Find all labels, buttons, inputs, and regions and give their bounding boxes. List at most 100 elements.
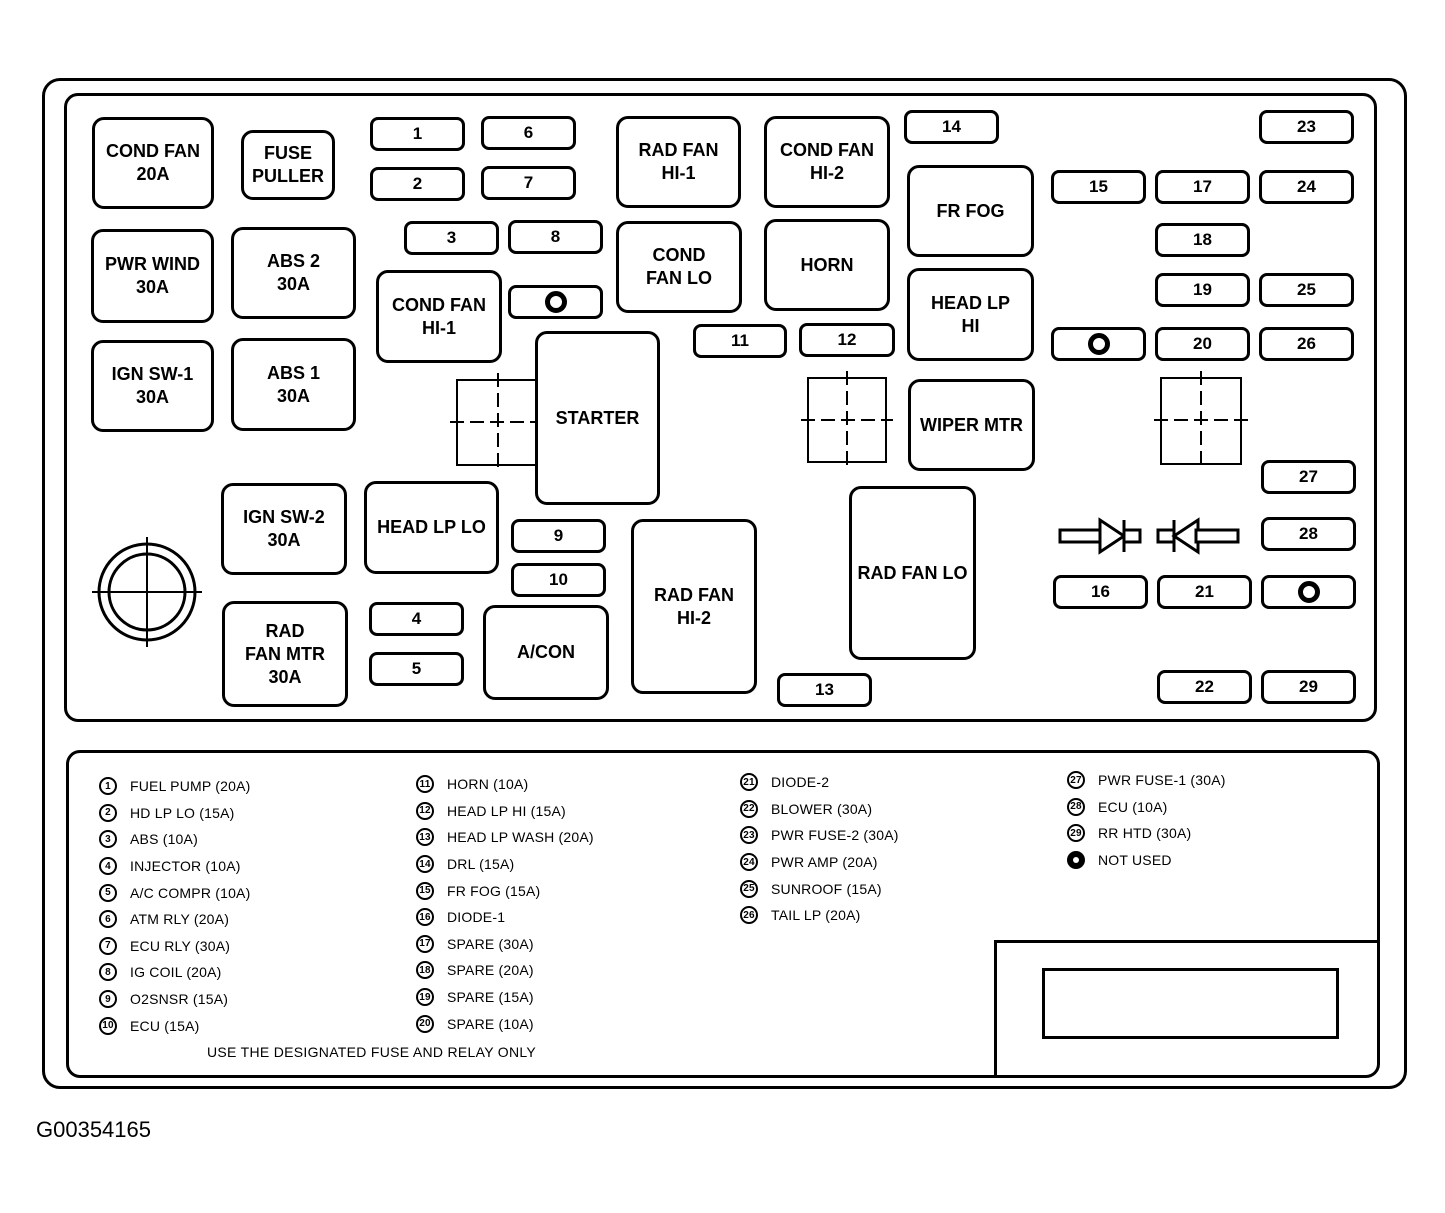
- fuse-10: 10: [511, 563, 606, 597]
- usage-note: USE THE DESIGNATED FUSE AND RELAY ONLY: [207, 1044, 537, 1060]
- fuse-29: 29: [1261, 670, 1356, 704]
- relay-socket-icon: [801, 371, 893, 469]
- fuse-26: 26: [1259, 327, 1354, 361]
- fuse-7: 7: [481, 166, 576, 200]
- relay-cond-fan-lo: COND FAN LO: [616, 221, 742, 313]
- relay-acon: A/CON: [483, 605, 609, 700]
- relay-cond-fan-hi2: COND FAN HI-2: [764, 116, 890, 208]
- not-used-icon: [1067, 851, 1085, 870]
- relay-cond-fan-hi1: COND FAN HI-1: [376, 270, 502, 363]
- legend-item: NOT USED: [1067, 847, 1226, 874]
- fuse-19: 19: [1155, 273, 1250, 307]
- relay-socket-icon: [450, 373, 545, 472]
- fuse-20: 20: [1155, 327, 1250, 361]
- not-used-icon: [1297, 581, 1320, 603]
- fuse-21: 21: [1157, 575, 1252, 609]
- fuse-22: 22: [1157, 670, 1252, 704]
- fuse-23: 23: [1259, 110, 1354, 144]
- fuse-4: 4: [369, 602, 464, 636]
- fuse-12: 12: [799, 323, 895, 357]
- fuse-1: 1: [370, 117, 465, 151]
- fuse-14: 14: [904, 110, 999, 144]
- figure-code: G00354165: [36, 1117, 151, 1142]
- fuse-28: 28: [1261, 517, 1356, 551]
- relay-fr-fog: FR FOG: [907, 165, 1034, 257]
- fuse-27: 27: [1261, 460, 1356, 494]
- label-plate: [1042, 968, 1339, 1039]
- relay-abs1: ABS 1 30A: [231, 338, 356, 431]
- fuse-slot-not-used: [508, 285, 603, 319]
- not-used-icon: [544, 291, 567, 313]
- relay-horn: HORN: [764, 219, 890, 311]
- relay-starter: STARTER: [535, 331, 660, 505]
- not-used-icon: [1087, 333, 1110, 355]
- fuse-17: 17: [1155, 170, 1250, 204]
- diode-1-icon: [1058, 517, 1142, 555]
- mounting-hole-icon: [92, 537, 202, 647]
- relay-head-lp-lo: HEAD LP LO: [364, 481, 499, 574]
- relay-wiper-mtr: WIPER MTR: [908, 379, 1035, 471]
- diode-2-icon: [1156, 517, 1240, 555]
- relay-pwr-wind: PWR WIND 30A: [91, 229, 214, 323]
- relay-head-lp-hi: HEAD LP HI: [907, 268, 1034, 361]
- fuse-13: 13: [777, 673, 872, 707]
- fuse-6: 6: [481, 116, 576, 150]
- fuse-25: 25: [1259, 273, 1354, 307]
- fuse-3: 3: [404, 221, 499, 255]
- fuse-11: 11: [693, 324, 787, 358]
- fuse-16: 16: [1053, 575, 1148, 609]
- legend-panel: [66, 750, 1380, 1078]
- relay-cond-fan-20a: COND FAN 20A: [92, 117, 214, 209]
- relay-rad-fan-mtr: RAD FAN MTR 30A: [222, 601, 348, 707]
- fuse-15: 15: [1051, 170, 1146, 204]
- fuse-box-outline: [42, 78, 1407, 1089]
- fuse-slot-not-used: [1051, 327, 1146, 361]
- fuse-panel: [64, 93, 1377, 722]
- fuse-8: 8: [508, 220, 603, 254]
- fuse-24: 24: [1259, 170, 1354, 204]
- fuse-18: 18: [1155, 223, 1250, 257]
- relay-rad-fan-hi2: RAD FAN HI-2: [631, 519, 757, 694]
- fuse-9: 9: [511, 519, 606, 553]
- relay-rad-fan-hi1: RAD FAN HI-1: [616, 116, 741, 208]
- relay-abs2: ABS 2 30A: [231, 227, 356, 319]
- fuse-5: 5: [369, 652, 464, 686]
- fuse-2: 2: [370, 167, 465, 201]
- relay-ign-sw2: IGN SW-2 30A: [221, 483, 347, 575]
- relay-socket-icon: [1154, 371, 1248, 471]
- fuse-slot-not-used: [1261, 575, 1356, 609]
